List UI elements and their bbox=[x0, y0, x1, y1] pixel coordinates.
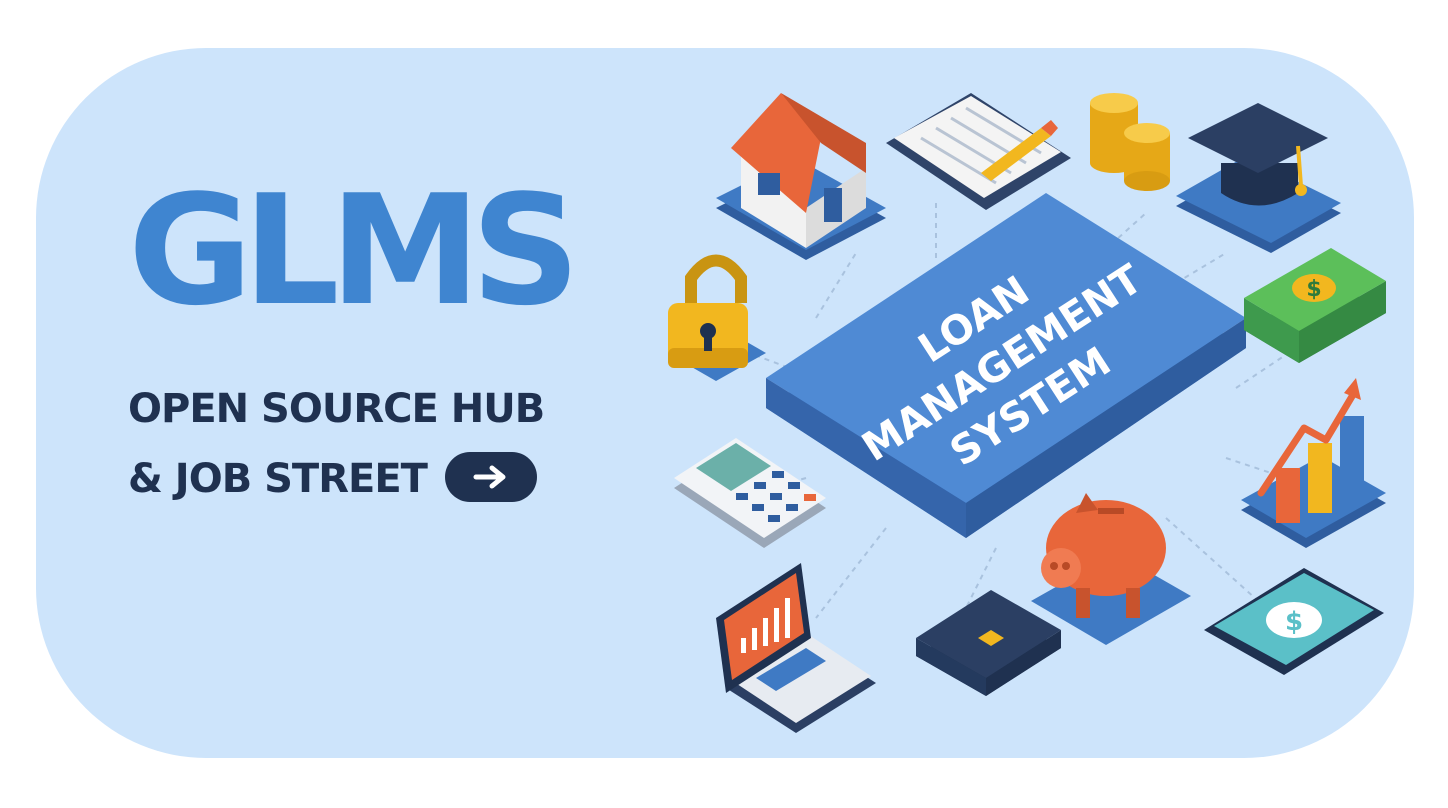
central-platform bbox=[766, 193, 1246, 538]
banner-card: GLMS OPEN SOURCE HUB & JOB STREET bbox=[36, 48, 1414, 758]
padlock-icon bbox=[668, 254, 766, 381]
cash-stack-icon: $ bbox=[1244, 248, 1386, 363]
loan-system-illustration: LOAN MANAGEMENT SYSTEM bbox=[668, 93, 1386, 733]
calculator-icon bbox=[674, 438, 826, 548]
subtitle-line-2: & JOB STREET bbox=[128, 444, 648, 514]
svg-text:$: $ bbox=[1285, 607, 1303, 637]
arrow-right-icon bbox=[473, 465, 506, 489]
brand-title: GLMS bbox=[128, 162, 580, 339]
cta-arrow-button[interactable] bbox=[444, 452, 537, 502]
piggy-bank-icon bbox=[1031, 493, 1191, 645]
house-icon bbox=[716, 93, 886, 260]
subtitle-line-2-text: & JOB STREET bbox=[128, 456, 428, 502]
graduation-cap-icon bbox=[1176, 103, 1341, 253]
subtitle-line-1: OPEN SOURCE HUB bbox=[128, 386, 545, 432]
phone-dollar-icon: $ bbox=[1204, 568, 1384, 675]
laptop-icon bbox=[716, 563, 876, 733]
coins-icon bbox=[1090, 93, 1170, 191]
banner-text-block: GLMS OPEN SOURCE HUB & JOB STREET bbox=[128, 162, 648, 514]
wallet-icon bbox=[916, 590, 1061, 696]
bar-chart-icon bbox=[1241, 378, 1386, 548]
svg-text:$: $ bbox=[1306, 277, 1321, 302]
notepad-icon bbox=[886, 93, 1071, 210]
subtitle: OPEN SOURCE HUB & JOB STREET bbox=[128, 374, 648, 514]
